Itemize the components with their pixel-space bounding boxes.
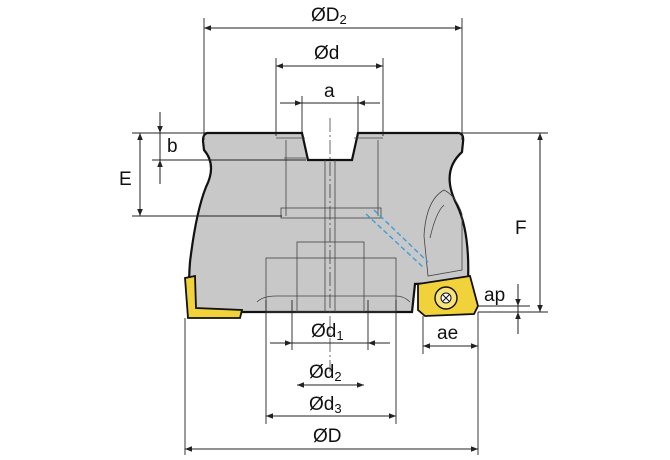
coolant-channels [365,209,429,269]
label-d3: Ød3 [309,394,342,416]
label-D: ØD [313,426,342,447]
internal-geometry [256,137,463,313]
label-d1: Ød1 [311,321,344,343]
label-d: Ød [314,43,339,64]
label-ae: ae [437,323,458,344]
extension-lines [132,18,548,455]
label-F: F [515,218,527,239]
label-a: a [324,81,335,102]
label-ap: ap [484,285,505,306]
label-b: b [167,136,178,157]
dimension-lines [137,25,543,452]
label-E: E [119,169,132,190]
right-insert [417,274,479,317]
label-d2: Ød2 [309,362,342,384]
label-D2: ØD2 [311,5,347,27]
left-insert [184,274,244,319]
